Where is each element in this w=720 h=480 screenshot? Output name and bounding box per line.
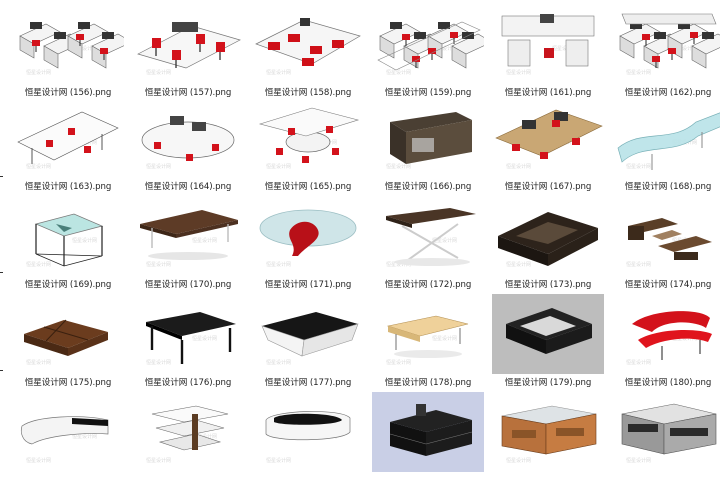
svg-text:恒星设计网: 恒星设计网 [506,163,531,170]
svg-text:恒星设计网: 恒星设计网 [432,45,457,52]
svg-text:恒星设计网: 恒星设计网 [26,457,51,464]
file-name-label: 恒星设计网 (178).png [384,378,472,388]
file-name-label: 恒星设计网 (172).png [384,280,472,290]
wood-bench-table-thumb[interactable]: 恒星设计网恒星设计网 [132,196,244,276]
window-edge-marker [0,370,3,371]
svg-text:恒星设计网: 恒星设计网 [26,359,51,366]
file-name-label: 恒星设计网 (167).png [504,182,592,192]
svg-text:恒星设计网: 恒星设计网 [26,163,51,170]
file-name-label: 恒星设计网 (161).png [504,88,592,98]
file-name-label: 恒星设计网 (165).png [264,182,352,192]
svg-text:恒星设计网: 恒星设计网 [266,359,291,366]
svg-text:恒星设计网: 恒星设计网 [552,45,577,52]
svg-text:恒星设计网: 恒星设计网 [192,237,217,244]
file-name-label: 恒星设计网 (157).png [144,88,232,98]
svg-text:恒星设计网: 恒星设计网 [146,359,171,366]
svg-text:恒星设计网: 恒星设计网 [72,237,97,244]
window-edge-marker [0,272,3,273]
svg-text:恒星设计网: 恒星设计网 [672,45,697,52]
white-curved-table-thumb[interactable]: 恒星设计网恒星设计网 [12,392,124,472]
svg-text:恒星设计网: 恒星设计网 [72,45,97,52]
svg-text:恒星设计网: 恒星设计网 [26,261,51,268]
svg-text:恒星设计网: 恒星设计网 [386,69,411,76]
x-leg-console-thumb[interactable]: 恒星设计网恒星设计网 [372,196,484,276]
svg-text:恒星设计网: 恒星设计网 [626,69,651,76]
file-name-label: 恒星设计网 (175).png [24,378,112,388]
window-edge-marker [0,176,3,177]
svg-text:恒星设计网: 恒星设计网 [626,457,651,464]
svg-text:恒星设计网: 恒星设计网 [506,261,531,268]
file-name-label: 恒星设计网 (168).png [624,182,712,192]
svg-text:恒星设计网: 恒星设计网 [506,457,531,464]
svg-text:恒星设计网: 恒星设计网 [146,261,171,268]
svg-text:恒星设计网: 恒星设计网 [506,69,531,76]
svg-text:恒星设计网: 恒星设计网 [386,359,411,366]
svg-text:恒星设计网: 恒星设计网 [146,69,171,76]
svg-text:恒星设计网: 恒星设计网 [626,163,651,170]
office-workstation-cluster-thumb[interactable]: 恒星设计网恒星设计网 [12,4,124,84]
svg-text:恒星设计网: 恒星设计网 [146,457,171,464]
red-curved-table-thumb[interactable]: 恒星设计网恒星设计网 [612,294,720,374]
svg-text:恒星设计网: 恒星设计网 [266,261,291,268]
file-name-label: 恒星设计网 (180).png [624,378,712,388]
file-name-label: 恒星设计网 (162).png [624,88,712,98]
file-name-label: 恒星设计网 (163).png [24,182,112,192]
svg-text:恒星设计网: 恒星设计网 [626,261,651,268]
glass-cube-table-thumb[interactable]: 恒星设计网恒星设计网 [12,196,124,276]
file-name-label: 恒星设计网 (158).png [264,88,352,98]
file-name-label: 恒星设计网 (164).png [144,182,232,192]
office-workstation-row-thumb[interactable]: 恒星设计网恒星设计网 [372,4,484,84]
svg-text:恒星设计网: 恒星设计网 [192,433,217,440]
svg-text:恒星设计网: 恒星设计网 [266,69,291,76]
svg-text:恒星设计网: 恒星设计网 [146,163,171,170]
svg-text:恒星设计网: 恒星设计网 [266,163,291,170]
svg-text:恒星设计网: 恒星设计网 [432,237,457,244]
file-name-label: 恒星设计网 (170).png [144,280,232,290]
svg-text:恒星设计网: 恒星设计网 [386,261,411,268]
svg-text:恒星设计网: 恒星设计网 [626,359,651,366]
svg-text:恒星设计网: 恒星设计网 [386,163,411,170]
file-name-label: 恒星设计网 (159).png [384,88,472,98]
file-name-label: 恒星设计网 (166).png [384,182,472,192]
office-cubicles-thumb[interactable]: 恒星设计网恒星设计网 [612,4,720,84]
office-desk-cabinets-thumb[interactable]: 恒星设计网恒星设计网 [492,4,604,84]
file-name-label: 恒星设计网 (171).png [264,280,352,290]
svg-text:恒星设计网: 恒星设计网 [72,433,97,440]
file-name-label: 恒星设计网 (156).png [24,88,112,98]
svg-text:恒星设计网: 恒星设计网 [266,457,291,464]
svg-text:恒星设计网: 恒星设计网 [432,335,457,342]
svg-text:恒星设计网: 恒星设计网 [26,69,51,76]
file-name-label: 恒星设计网 (174).png [624,280,712,290]
file-name-label: 恒星设计网 (169).png [24,280,112,290]
black-turned-leg-table-thumb[interactable]: 恒星设计网恒星设计网 [132,294,244,374]
file-name-label: 恒星设计网 (179).png [504,378,592,388]
light-wood-bench-thumb[interactable]: 恒星设计网恒星设计网 [372,294,484,374]
file-name-label: 恒星设计网 (176).png [144,378,232,388]
file-name-label: 恒星设计网 (173).png [504,280,592,290]
svg-text:恒星设计网: 恒星设计网 [192,335,217,342]
file-name-label: 恒星设计网 (177).png [264,378,352,388]
